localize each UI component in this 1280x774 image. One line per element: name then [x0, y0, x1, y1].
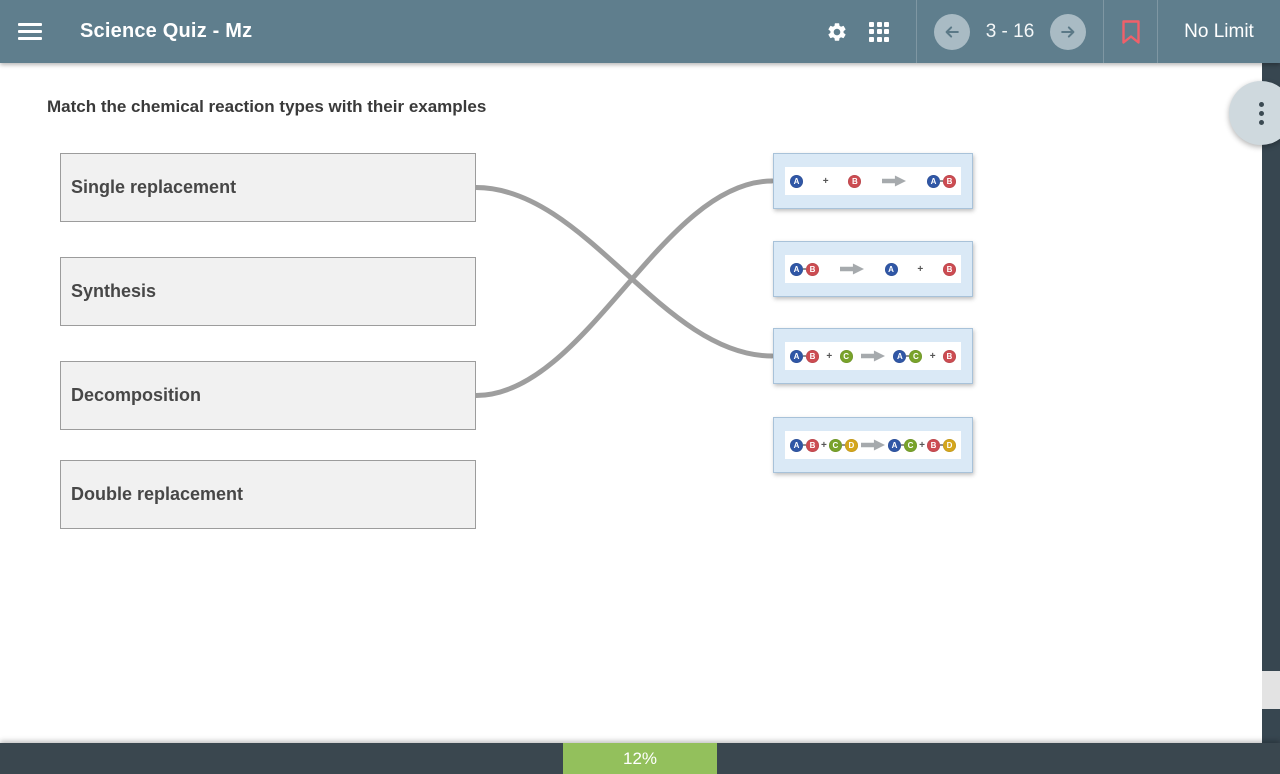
plus-sign: + — [821, 439, 827, 451]
atom-a: A — [926, 174, 940, 188]
progress-percent-label: 12% — [622, 748, 658, 768]
question-area: Match the chemical reaction types with t… — [0, 63, 1280, 743]
plus-sign: + — [919, 439, 925, 451]
header-divider — [1157, 0, 1158, 63]
match-source-double-replacement[interactable]: Double replacement — [60, 460, 476, 529]
atom-b: B — [848, 174, 862, 188]
atom-a: A — [888, 438, 902, 452]
atom-a: A — [893, 349, 907, 363]
atom-a: A — [790, 174, 803, 188]
question-navigation: 3 - 16 — [917, 0, 1103, 63]
atom-a: A — [884, 262, 898, 276]
app-header: Science Quiz - Mz 3 - 16 — [0, 0, 1280, 63]
atom-c: C — [828, 438, 842, 452]
atom-b: B — [926, 438, 940, 452]
plus-sign: + — [929, 350, 936, 362]
header-divider — [916, 0, 917, 63]
time-limit-section: No Limit — [1158, 0, 1280, 63]
connection-line — [473, 178, 775, 398]
settings-button[interactable] — [816, 0, 858, 63]
reaction-arrow-icon — [839, 263, 864, 275]
source-label: Single replacement — [71, 177, 237, 197]
atom-c: C — [909, 349, 923, 363]
app-title: Science Quiz - Mz — [80, 20, 253, 42]
question-counter: 3 - 16 — [985, 20, 1035, 42]
atom-a: A — [790, 349, 803, 363]
atom-b: B — [806, 262, 819, 276]
match-source-synthesis[interactable]: Synthesis — [60, 257, 476, 326]
reaction-arrow-icon — [882, 175, 907, 187]
bond — [901, 444, 905, 446]
match-source-decomposition[interactable]: Decomposition — [60, 361, 476, 430]
source-label: Double replacement — [71, 484, 244, 504]
menu-button[interactable] — [0, 0, 60, 63]
bond — [803, 268, 806, 270]
atom-d: D — [844, 438, 858, 452]
bond — [803, 444, 806, 446]
bond — [939, 180, 943, 182]
bookmark-icon — [1121, 19, 1140, 44]
match-source-single-replacement[interactable]: Single replacement — [60, 153, 476, 222]
atom-c: C — [839, 349, 853, 363]
arrow-left-icon — [945, 25, 959, 38]
gear-icon — [828, 22, 846, 41]
atom-d: D — [942, 438, 956, 452]
time-limit-label: No Limit — [1184, 20, 1254, 42]
reaction-arrow-icon — [860, 439, 885, 451]
reaction-arrow-icon — [860, 350, 885, 362]
bookmark-section — [1104, 0, 1157, 63]
atom-b: B — [806, 349, 819, 363]
grid-icon — [869, 21, 889, 42]
header-left: Science Quiz - Mz — [0, 0, 252, 63]
plus-sign: + — [917, 263, 924, 275]
source-label: Synthesis — [71, 281, 157, 301]
previous-question-button[interactable] — [933, 13, 970, 50]
question-prompt: Match the chemical reaction types with t… — [47, 97, 487, 116]
hamburger-icon — [18, 23, 42, 40]
scrollbar-thumb[interactable] — [1262, 671, 1280, 709]
atom-c: C — [904, 438, 918, 452]
atom-b: B — [942, 174, 956, 188]
bookmark-button[interactable] — [1104, 0, 1157, 63]
atom-b: B — [806, 438, 819, 452]
progress-percent-badge: 12% — [563, 743, 717, 774]
connection-line — [473, 185, 775, 359]
atom-a: A — [790, 438, 803, 452]
bond — [939, 444, 943, 446]
progress-bar: 12% — [0, 743, 1280, 774]
question-grid-button[interactable] — [858, 0, 900, 63]
more-options-button[interactable] — [1229, 81, 1280, 145]
arrow-right-icon — [1061, 25, 1075, 38]
next-question-button[interactable] — [1050, 13, 1087, 50]
bond — [906, 355, 910, 357]
atom-b: B — [942, 349, 956, 363]
header-right: 3 - 16 No Limit — [816, 0, 1280, 63]
plus-sign: + — [826, 350, 833, 362]
header-divider — [1103, 0, 1104, 63]
source-label: Decomposition — [71, 385, 202, 405]
bond — [803, 355, 806, 357]
scrollbar-track[interactable] — [1262, 63, 1280, 743]
plus-sign: + — [822, 175, 829, 187]
atom-b: B — [942, 262, 956, 276]
bond — [841, 444, 845, 446]
vertical-dots-icon — [1258, 101, 1264, 125]
atom-a: A — [790, 262, 803, 276]
